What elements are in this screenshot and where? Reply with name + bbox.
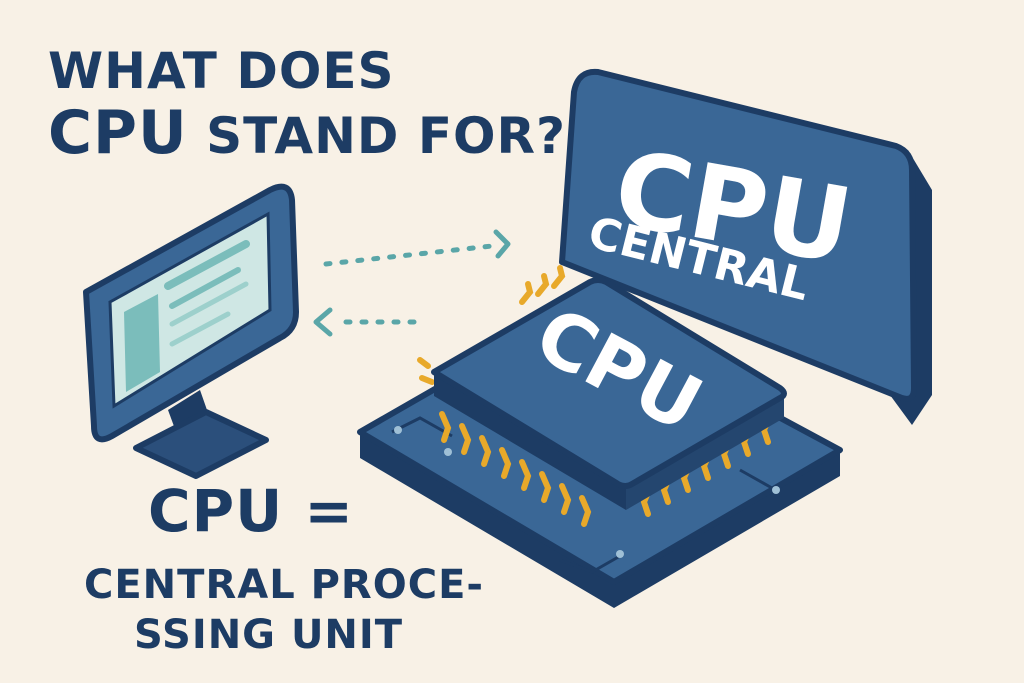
headline-line-1: WHAT DOES — [48, 42, 395, 100]
cpu-equation: CPU = — [148, 477, 354, 545]
arrow-left-icon — [313, 307, 417, 337]
definition-line-1: CENTRAL PROCE- — [84, 562, 485, 608]
headline-stand-for: STAND FOR? — [206, 107, 567, 165]
headline-cpu: CPU — [48, 98, 188, 168]
headline: WHAT DOES CPU STAND FOR? — [48, 40, 566, 167]
monitor-icon — [83, 183, 299, 479]
data-flow-arrows — [313, 229, 511, 337]
cpu-definition: CENTRAL PROCE- SSING UNIT — [84, 560, 484, 660]
definition-line-2: SSING UNIT — [134, 612, 404, 658]
cpu-label-panel: CPU CENTRAL — [559, 68, 932, 425]
arrow-right-icon — [323, 229, 511, 267]
headline-line-2: CPU STAND FOR? — [48, 102, 566, 167]
